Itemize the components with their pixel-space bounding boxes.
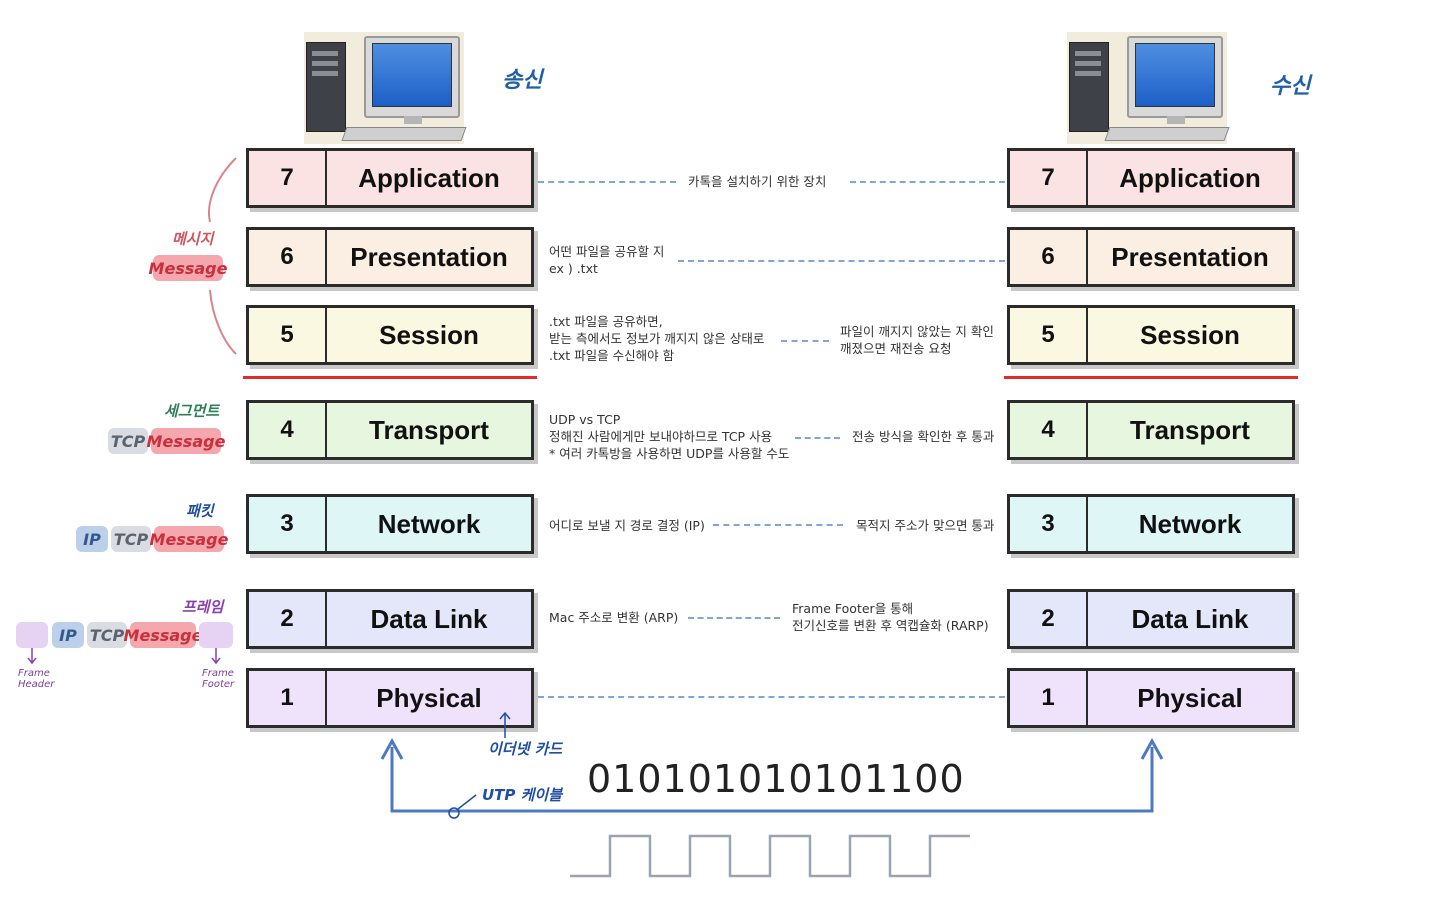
binary-signal-text: 010101010101100 (587, 757, 965, 801)
receiver-layer-name: Presentation (1111, 241, 1269, 272)
receiver-layer-name: Transport (1130, 414, 1250, 445)
sender-layer-1: 1 Physical (246, 668, 534, 728)
square-wave-icon (570, 834, 970, 878)
transport-note-right: 전송 방식을 확인한 후 통과 (852, 429, 995, 444)
utp-cable-label: UTP 케이블 (482, 786, 563, 804)
frame-header-pill (16, 622, 48, 648)
frame-arrows (27, 648, 221, 665)
receiver-upper-lower-divider (1004, 376, 1298, 379)
sender-layer-number: 7 (249, 151, 327, 205)
packet-kr-label: 패킷 (186, 502, 214, 520)
network-note-left: 어디로 보낼 지 경로 결정 (IP) (549, 518, 705, 533)
sender-layer-number: 6 (249, 230, 327, 284)
sender-layer-name: Network (377, 508, 481, 539)
tcp-pill-frame: TCP (87, 622, 127, 648)
frame-footer-pill (199, 622, 233, 648)
receiver-layer-number: 7 (1010, 151, 1088, 205)
sender-computer-icon (304, 32, 467, 144)
message-pill-segment: Message (147, 428, 225, 454)
tcp-pill-packet: TCP (111, 526, 151, 552)
receiver-layer-name: Network (1138, 508, 1242, 539)
sender-layer-number: 3 (249, 497, 327, 551)
session-note-left: .txt 파일을 공유하면,받는 측에서도 정보가 깨지지 않은 상태로.txt… (549, 314, 765, 363)
tcp-pill-segment: TCP (108, 428, 148, 454)
application-connector-left (538, 181, 676, 183)
sender-layer-6: 6 Presentation (246, 227, 534, 287)
sender-layer-3: 3 Network (246, 494, 534, 554)
sender-layer-name: Application (358, 162, 500, 193)
session-connector (781, 340, 829, 342)
receiver-layer-3: 3 Network (1007, 494, 1295, 554)
receiver-layer-5: 5 Session (1007, 305, 1295, 365)
application-note: 카톡을 설치하기 위한 장치 (688, 174, 827, 189)
receiver-layer-1: 1 Physical (1007, 668, 1295, 728)
ethernet-card-label: 이더넷 카드 (488, 740, 563, 758)
receiver-layer-6: 6 Presentation (1007, 227, 1295, 287)
receiver-computer-icon (1067, 32, 1230, 144)
receiver-layer-name: Data Link (1131, 603, 1249, 634)
ip-pill-frame: IP (52, 622, 84, 648)
message-pill-packet: Message (150, 526, 228, 552)
receiver-layer-number: 5 (1010, 308, 1088, 362)
sender-layer-4: 4 Transport (246, 400, 534, 460)
receiver-layer-name: Application (1119, 162, 1261, 193)
sender-layer-number: 2 (249, 592, 327, 646)
segment-kr-label: 세그먼트 (164, 402, 220, 420)
sender-layer-name: Data Link (370, 603, 488, 634)
message-kr-label: 메시지 (172, 230, 214, 248)
receiver-layer-7: 7 Application (1007, 148, 1295, 208)
physical-connector (538, 696, 1005, 698)
receiver-layer-2: 2 Data Link (1007, 589, 1295, 649)
receiver-layer-4: 4 Transport (1007, 400, 1295, 460)
sender-layer-name: Physical (376, 682, 482, 713)
sender-layer-number: 1 (249, 671, 327, 725)
utp-cable (380, 737, 1164, 819)
datalink-note-left: Mac 주소로 변환 (ARP) (549, 610, 679, 625)
message-bracket (208, 157, 237, 355)
receiver-layer-number: 2 (1010, 592, 1088, 646)
receiver-label: 수신 (1270, 74, 1311, 99)
receiver-layer-number: 6 (1010, 230, 1088, 284)
sender-layer-name: Session (379, 319, 479, 350)
receiver-layer-number: 4 (1010, 403, 1088, 457)
ip-pill-packet: IP (76, 526, 108, 552)
network-connector (713, 524, 843, 526)
message-pill-frame: Message (124, 622, 202, 648)
network-note-right: 목적지 주소가 맞으면 통과 (856, 518, 995, 533)
transport-connector (795, 437, 840, 439)
receiver-layer-name: Physical (1137, 682, 1243, 713)
frame-kr-label: 프레임 (182, 598, 224, 616)
datalink-connector (688, 617, 780, 619)
message-pill: Message (149, 255, 227, 281)
presentation-connector (678, 260, 1005, 262)
sender-layer-number: 4 (249, 403, 327, 457)
receiver-layer-number: 3 (1010, 497, 1088, 551)
receiver-layer-name: Session (1140, 319, 1240, 350)
sender-layer-name: Presentation (350, 241, 508, 272)
sender-layer-7: 7 Application (246, 148, 534, 208)
sender-layer-5: 5 Session (246, 305, 534, 365)
sender-label: 송신 (502, 68, 543, 93)
application-connector-right (850, 181, 1005, 183)
sender-layer-name: Transport (369, 414, 489, 445)
sender-upper-lower-divider (243, 376, 537, 379)
receiver-layer-number: 1 (1010, 671, 1088, 725)
ethernet-card-arrow (499, 711, 511, 738)
sender-layer-2: 2 Data Link (246, 589, 534, 649)
sender-layer-number: 5 (249, 308, 327, 362)
